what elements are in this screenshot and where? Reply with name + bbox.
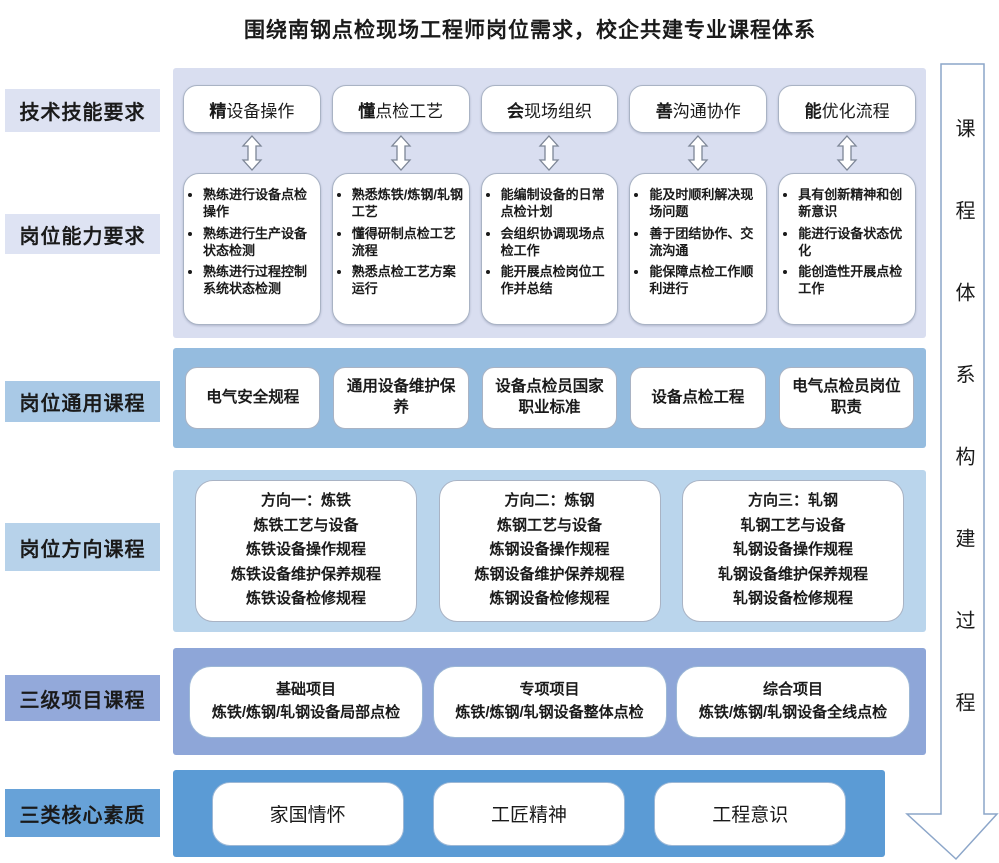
- side-label-project-courses: 三级项目课程: [5, 675, 160, 721]
- direction-box: 方向一：炼铁 炼铁工艺与设备 炼铁设备操作规程 炼铁设备维护保养规程 炼铁设备检…: [195, 480, 417, 622]
- direction-course: 轧钢设备检修规程: [732, 590, 853, 608]
- project-courses-section: 基础项目 炼铁/炼钢/轧钢设备局部点检 专项项目 炼铁/炼钢/轧钢设备整体点检 …: [173, 648, 926, 755]
- project-box: 基础项目 炼铁/炼钢/轧钢设备局部点检: [189, 665, 423, 738]
- project-title: 基础项目: [275, 681, 336, 698]
- general-courses-section: 电气安全规程 通用设备维护保养 设备点检员国家职业标准 设备点检工程 电气点检员…: [173, 348, 926, 448]
- skill-label: 精设备操作: [209, 101, 295, 121]
- ability-box: 熟练进行设备点检操作 熟练进行生产设备状态检测 熟练进行过程控制系统状态检测: [183, 173, 321, 325]
- double-arrow-icon: [539, 135, 560, 171]
- project-desc: 炼铁/炼钢/轧钢设备整体点检: [455, 703, 644, 721]
- ability-item: 能及时顺利解决现场问题: [649, 186, 763, 221]
- ability-item: 熟悉炼铁/炼钢/轧钢工艺: [352, 186, 466, 221]
- skill-box: 会现场组织: [480, 85, 619, 133]
- side-label-core-qualities: 三类核心素质: [5, 789, 160, 837]
- side-label-general-courses: 岗位通用课程: [5, 381, 160, 422]
- direction-course: 炼钢设备维护保养规程: [474, 565, 625, 583]
- ability-item: 熟练进行生产设备状态检测: [203, 225, 317, 260]
- skill-box: 善沟通协作: [629, 85, 768, 133]
- ability-item: 熟练进行设备点检操作: [203, 186, 317, 221]
- direction-box: 方向二：炼钢 炼钢工艺与设备 炼钢设备操作规程 炼钢设备维护保养规程 炼钢设备检…: [438, 480, 661, 622]
- course-box: 设备点检员国家职业标准: [481, 367, 618, 429]
- ability-box: 能编制设备的日常点检计划 会组织协调现场点检工作 能开展点检岗位工作并总结: [480, 173, 619, 325]
- direction-title: 方向一：炼铁: [260, 492, 351, 510]
- project-desc: 炼铁/炼钢/轧钢设备全线点检: [698, 703, 888, 721]
- project-box: 综合项目 炼铁/炼钢/轧钢设备全线点检: [676, 665, 910, 738]
- course-box: 电气点检员岗位职责: [778, 367, 915, 429]
- quality-box: 家国情怀: [211, 781, 404, 846]
- direction-course: 轧钢设备操作规程: [732, 541, 853, 559]
- banner-vertical-text: 课程体系构建过程: [952, 118, 974, 774]
- course-box: 设备点检工程: [630, 367, 766, 429]
- skill-box: 懂点检工艺: [331, 85, 470, 133]
- direction-course: 炼铁工艺与设备: [253, 516, 359, 534]
- quality-box: 工匠精神: [432, 781, 625, 846]
- ability-item: 懂得研制点检工艺流程: [352, 225, 466, 260]
- course-box: 电气安全规程: [185, 367, 321, 429]
- core-qualities-section: 家国情怀 工匠精神 工程意识: [173, 770, 885, 857]
- ability-item: 善于团结协作、交流沟通: [649, 225, 763, 260]
- page-title: 围绕南钢点检现场工程师岗位需求，校企共建专业课程体系: [244, 19, 816, 42]
- direction-course: 炼钢设备检修规程: [489, 590, 610, 608]
- double-arrow-icon: [836, 135, 858, 171]
- direction-course: 炼铁设备操作规程: [245, 541, 366, 559]
- requirement-column: 懂点检工艺 熟悉炼铁/炼钢/轧钢工艺 懂得研制点检工艺流程 熟悉点检工艺方案运行: [331, 85, 470, 325]
- ability-item: 能编制设备的日常点检计划: [501, 186, 615, 221]
- down-arrow-banner-icon: [905, 63, 999, 861]
- skill-label: 善沟通协作: [655, 101, 741, 121]
- project-box: 专项项目 炼铁/炼钢/轧钢设备整体点检: [432, 665, 667, 738]
- requirement-column: 精设备操作 熟练进行设备点检操作 熟练进行生产设备状态检测 熟练进行过程控制系统…: [183, 85, 321, 325]
- skill-label: 能优化流程: [804, 101, 890, 121]
- ability-box: 熟悉炼铁/炼钢/轧钢工艺 懂得研制点检工艺流程 熟悉点检工艺方案运行: [331, 173, 470, 325]
- course-box: 通用设备维护保养: [333, 367, 469, 429]
- direction-courses-section: 方向一：炼铁 炼铁工艺与设备 炼铁设备操作规程 炼铁设备维护保养规程 炼铁设备检…: [173, 470, 926, 632]
- ability-box: 具有创新精神和创新意识 能进行设备状态优化 能创造性开展点检工作: [778, 173, 916, 325]
- direction-course: 炼钢工艺与设备: [496, 516, 602, 534]
- requirement-column: 能优化流程 具有创新精神和创新意识 能进行设备状态优化 能创造性开展点检工作: [778, 85, 916, 325]
- quality-box: 工程意识: [654, 781, 847, 846]
- side-label-skill-requirements: 技术技能要求: [5, 89, 160, 132]
- ability-item: 具有创新精神和创新意识: [798, 186, 912, 221]
- ability-item: 会组织协调现场点检工作: [501, 225, 615, 260]
- requirements-section: 精设备操作 熟练进行设备点检操作 熟练进行生产设备状态检测 熟练进行过程控制系统…: [173, 68, 926, 338]
- project-desc: 炼铁/炼钢/轧钢设备局部点检: [211, 703, 401, 721]
- ability-item: 能开展点检岗位工作并总结: [501, 263, 615, 298]
- skill-label: 会现场组织: [506, 101, 592, 121]
- project-title: 专项项目: [519, 681, 580, 698]
- ability-item: 能保障点检工作顺利进行: [649, 263, 763, 298]
- direction-box: 方向三：轧钢 轧钢工艺与设备 轧钢设备操作规程 轧钢设备维护保养规程 轧钢设备检…: [682, 480, 904, 622]
- ability-item: 熟练进行过程控制系统状态检测: [203, 263, 317, 298]
- direction-title: 方向三：轧钢: [747, 492, 838, 510]
- direction-course: 炼钢设备操作规程: [489, 541, 610, 559]
- ability-item: 能创造性开展点检工作: [798, 263, 912, 298]
- direction-course: 轧钢工艺与设备: [740, 516, 846, 534]
- ability-item: 能进行设备状态优化: [798, 225, 912, 260]
- side-label-direction-courses: 岗位方向课程: [5, 523, 160, 571]
- project-title: 综合项目: [762, 681, 823, 698]
- double-arrow-icon: [687, 135, 709, 171]
- skill-box: 精设备操作: [183, 85, 321, 133]
- direction-course: 炼铁设备检修规程: [245, 590, 366, 608]
- ability-item: 熟悉点检工艺方案运行: [352, 263, 466, 298]
- requirement-column: 会现场组织 能编制设备的日常点检计划 会组织协调现场点检工作 能开展点检岗位工作…: [480, 85, 619, 325]
- skill-label: 懂点检工艺: [358, 101, 444, 121]
- ability-box: 能及时顺利解决现场问题 善于团结协作、交流沟通 能保障点检工作顺利进行: [629, 173, 768, 325]
- direction-course: 轧钢设备维护保养规程: [717, 565, 868, 583]
- double-arrow-icon: [241, 135, 263, 171]
- direction-title: 方向二：炼钢: [504, 492, 595, 510]
- skill-box: 能优化流程: [778, 85, 916, 133]
- double-arrow-icon: [390, 135, 412, 171]
- side-label-ability-requirements: 岗位能力要求: [5, 214, 160, 254]
- direction-course: 炼铁设备维护保养规程: [230, 565, 381, 583]
- requirement-column: 善沟通协作 能及时顺利解决现场问题 善于团结协作、交流沟通 能保障点检工作顺利进…: [629, 85, 768, 325]
